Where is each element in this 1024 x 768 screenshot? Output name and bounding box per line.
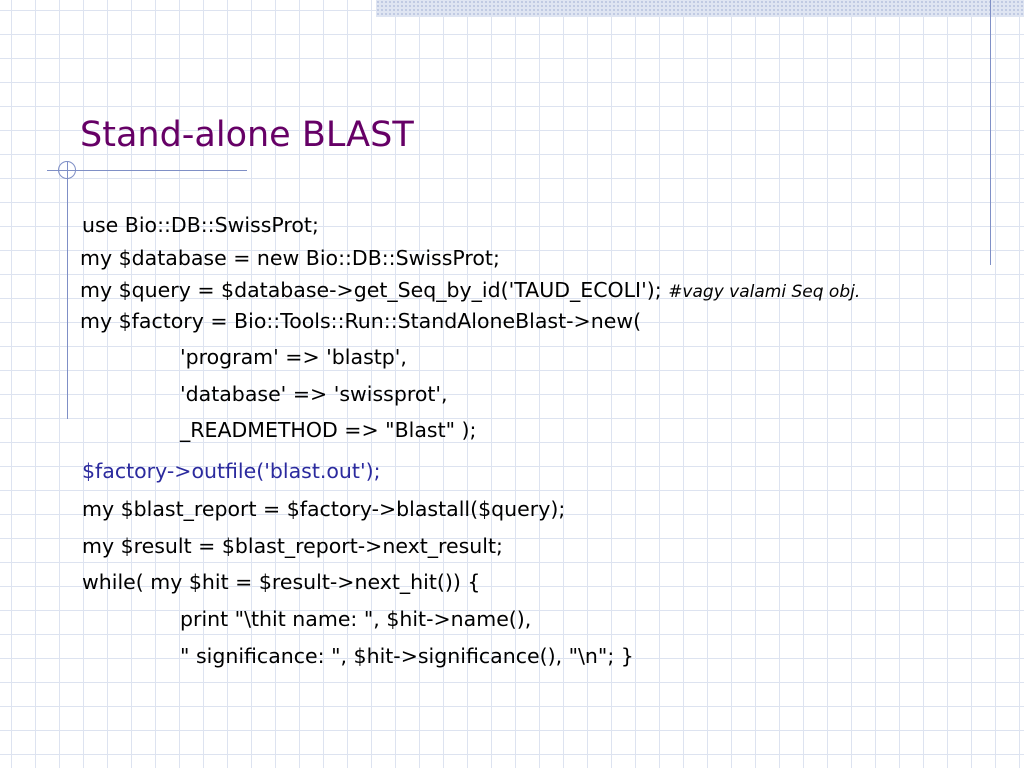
- top-pattern-band: [376, 0, 1024, 17]
- code-line-13: " significance: ", $hit->significance(),…: [180, 644, 634, 668]
- code-line-10: my $result = $blast_report->next_result;: [82, 534, 503, 558]
- code-line-1: use Bio::DB::SwissProt;: [82, 213, 319, 237]
- inline-comment: #vagy valami Seq obj.: [668, 282, 861, 302]
- crosshair-circle-icon: [58, 161, 76, 179]
- code-line-6: 'database' => 'swissprot',: [180, 382, 448, 406]
- code-line-12: print "\thit name: ", $hit->name(),: [180, 607, 532, 631]
- code-line-7: _READMETHOD => "Blast" );: [180, 418, 477, 442]
- code-line-11: while( my $hit = $result->next_hit()) {: [82, 570, 481, 594]
- code-line-3: my $query = $database->get_Seq_by_id('TA…: [80, 276, 860, 306]
- code-line-8-highlight: $factory->outfile('blast.out');: [82, 459, 381, 483]
- code-line-3-text: my $query = $database->get_Seq_by_id('TA…: [80, 278, 662, 302]
- code-line-5: 'program' => 'blastp',: [180, 345, 407, 369]
- decorative-vertical-line-right: [990, 0, 991, 265]
- code-line-2: my $database = new Bio::DB::SwissProt;: [80, 246, 500, 270]
- code-line-9: my $blast_report = $factory->blastall($q…: [82, 497, 566, 521]
- slide-title: Stand-alone BLAST: [80, 115, 414, 155]
- decorative-vertical-line-left: [67, 162, 68, 419]
- title-underline: [47, 170, 247, 171]
- code-line-4: my $factory = Bio::Tools::Run::StandAlon…: [80, 309, 642, 333]
